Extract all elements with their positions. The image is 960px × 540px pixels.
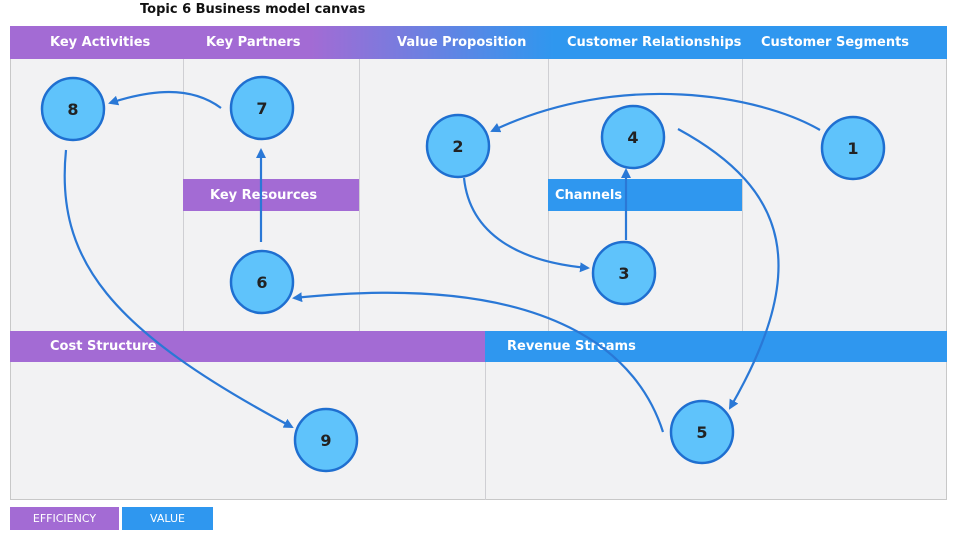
node-5: 5 [669,399,735,465]
node-circle [669,399,735,465]
column-divider [485,362,486,500]
node-circle [600,104,666,170]
flow-arrow-7-to-8 [108,91,222,109]
key-resources-band: Key Resources [183,179,359,211]
node-2: 2 [425,113,491,179]
node-label: 8 [67,100,78,119]
flow-arrow-1-to-2 [490,92,821,133]
revenue-streams-label: Revenue Streams [507,339,636,354]
header-customer-segments: Customer Segments [761,35,910,50]
page-title: Topic 6 Business model canvas [140,2,366,17]
node-4: 4 [600,104,666,170]
node-label: 7 [256,99,267,118]
node-label: 2 [452,137,463,156]
node-3: 3 [591,240,657,306]
header-key-partners: Key Partners [206,35,301,50]
node-circle [425,113,491,179]
node-9: 9 [293,407,359,473]
column-divider [742,59,743,331]
node-label: 9 [320,431,331,450]
header-value-proposition: Value Proposition [397,35,527,50]
business-model-canvas [10,26,947,500]
channels-label: Channels [555,187,623,203]
node-6: 6 [229,249,295,315]
node-circle [293,407,359,473]
flow-arrow-2-to-3 [462,177,590,273]
key-resources-label: Key Resources [210,187,318,203]
header-band [10,26,947,59]
header-customer-relationships: Customer Relationships [567,35,742,50]
channels-band: Channels [548,179,742,211]
header-key-activities: Key Activities [50,35,151,50]
revenue-streams-band: Revenue Streams [485,331,947,362]
node-circle [820,115,886,181]
node-label: 3 [618,264,629,283]
node-circle [229,75,295,141]
node-circle [591,240,657,306]
column-divider [359,59,360,331]
node-1: 1 [820,115,886,181]
flow-arrow-4-to-5 [677,128,780,410]
node-7: 7 [229,75,295,141]
node-8: 8 [40,76,106,142]
node-label: 6 [256,273,267,292]
node-label: 4 [627,128,638,147]
node-label: 1 [847,139,858,158]
legend-efficiency: EFFICIENCY [10,507,119,530]
node-circle [229,249,295,315]
flow-arrow-8-to-9 [63,149,294,428]
cost-structure-label: Cost Structure [50,339,157,354]
legend-value: VALUE [122,507,213,530]
flow-arrow-5-to-6 [292,291,665,433]
node-circle [40,76,106,142]
cost-structure-band: Cost Structure [10,331,485,362]
node-label: 5 [696,423,707,442]
